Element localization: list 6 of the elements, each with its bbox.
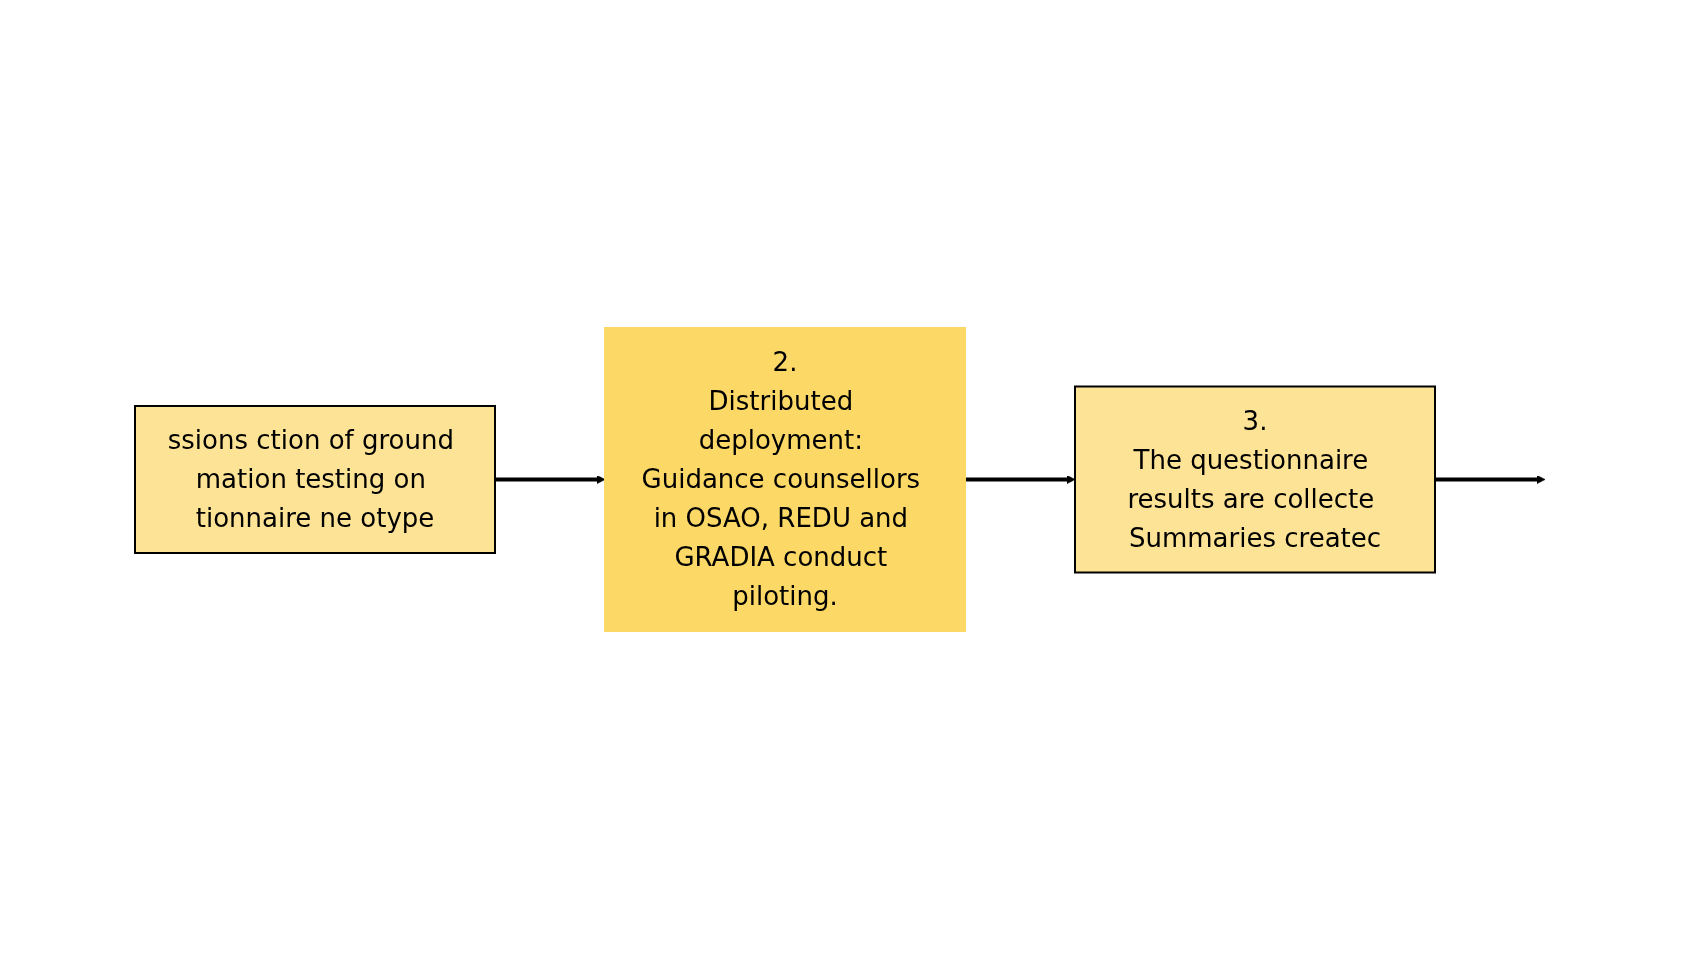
- node-box: ssions ction of ground mation testing on tionnaire ne otype: [133, 405, 496, 554]
- arrow: [1434, 475, 1545, 484]
- node-box: 2. Distributed deployment: Guidance counsellors in OSAO, REDU and GRADIA conduct piloting.: [603, 327, 966, 632]
- node-box: 3. The questionnaire results are collecte Summaries createc: [1073, 385, 1436, 574]
- arrow: [964, 475, 1075, 484]
- arrow: [494, 475, 605, 484]
